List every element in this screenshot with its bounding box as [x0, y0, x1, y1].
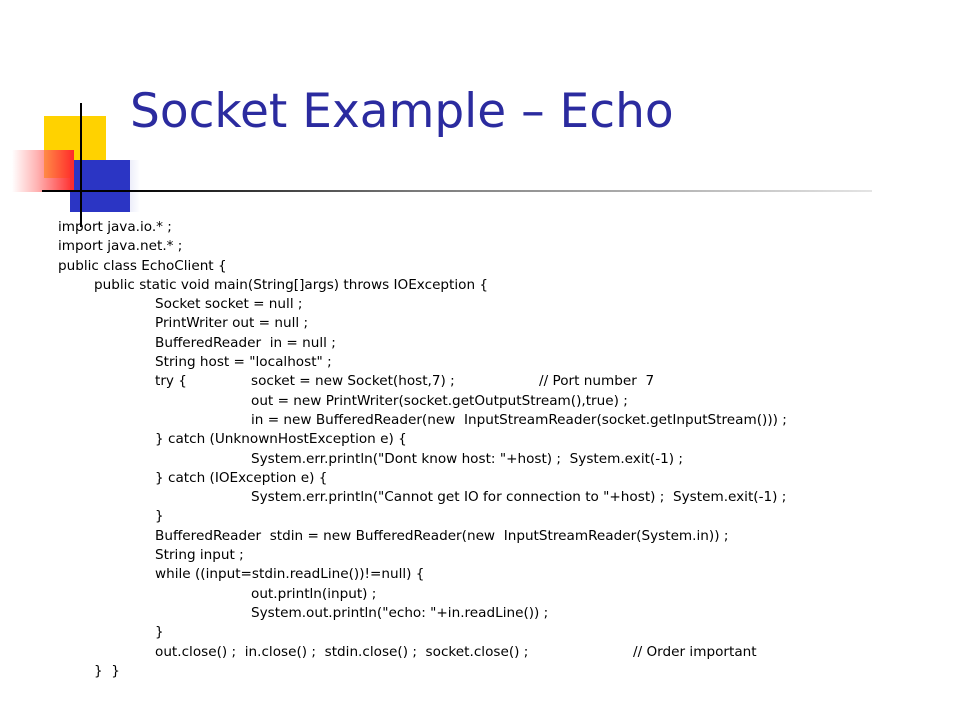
code-text: import java.net.* ; [58, 238, 183, 255]
code-line: Socket socket = null ; [58, 295, 948, 314]
code-text: } catch (IOException e) { [155, 469, 328, 486]
code-line: in = new BufferedReader(new InputStreamR… [58, 411, 948, 430]
code-line: while ((input=stdin.readLine())!=null) { [58, 565, 948, 584]
code-text: } [155, 624, 164, 641]
code-comment: // Port number 7 [539, 373, 655, 390]
code-line: try { socket = new Socket(host,7) ; // P… [58, 372, 948, 391]
code-text: BufferedReader in = null ; [155, 334, 336, 351]
code-line: } catch (IOException e) { [58, 469, 948, 488]
code-line: String host = "localhost" ; [58, 353, 948, 372]
code-line: BufferedReader in = null ; [58, 334, 948, 353]
code-line: } catch (UnknownHostException e) { [58, 430, 948, 449]
code-line: } } [58, 662, 948, 681]
decor-blue-glow [100, 160, 140, 212]
code-text: String input ; [155, 547, 244, 564]
code-text: } catch (UnknownHostException e) { [155, 431, 407, 448]
code-text: Socket socket = null ; [155, 296, 303, 313]
code-line: PrintWriter out = null ; [58, 314, 948, 333]
code-text: out.println(input) ; [251, 585, 377, 602]
code-line: System.err.println("Cannot get IO for co… [58, 488, 948, 507]
code-line: System.err.println("Dont know host: "+ho… [58, 450, 948, 469]
decor-vertical-line [80, 103, 82, 227]
code-line: BufferedReader stdin = new BufferedReade… [58, 527, 948, 546]
code-text: import java.io.* ; [58, 219, 172, 235]
code-line: import java.net.* ; [58, 237, 948, 256]
code-line: } [58, 507, 948, 526]
code-text: System.out.println("echo: "+in.readLine(… [251, 604, 549, 621]
code-text: in = new BufferedReader(new InputStreamR… [251, 411, 787, 428]
code-text: out.close() ; in.close() ; stdin.close()… [155, 643, 529, 660]
code-text: String host = "localhost" ; [155, 354, 332, 371]
code-text: System.err.println("Cannot get IO for co… [251, 489, 787, 506]
code-text: socket = new Socket(host,7) ; [251, 373, 455, 390]
code-line: String input ; [58, 546, 948, 565]
code-line: System.out.println("echo: "+in.readLine(… [58, 604, 948, 623]
code-text: } } [94, 662, 120, 679]
code-text: BufferedReader stdin = new BufferedReade… [155, 527, 729, 544]
code-line: } [58, 623, 948, 642]
code-text: PrintWriter out = null ; [155, 315, 309, 332]
code-text: } [155, 508, 164, 525]
code-line: out = new PrintWriter(socket.getOutputSt… [58, 392, 948, 411]
slide-title: Socket Example – Echo [130, 84, 674, 139]
decor-red-square [12, 150, 74, 192]
code-line: out.close() ; in.close() ; stdin.close()… [58, 643, 948, 662]
code-line: public class EchoClient { [58, 257, 948, 276]
code-block: import java.io.* ; import java.net.* ; p… [58, 218, 948, 681]
code-line: public static void main(String[]args) th… [58, 276, 948, 295]
code-comment: // Order important [633, 643, 757, 660]
code-text: public class EchoClient { [58, 257, 227, 274]
code-text: System.err.println("Dont know host: "+ho… [251, 450, 683, 467]
code-text: out = new PrintWriter(socket.getOutputSt… [251, 392, 628, 409]
code-line: import java.io.* ; [58, 218, 948, 237]
code-text: public static void main(String[]args) th… [94, 276, 489, 293]
code-keyword-try: try { [155, 373, 187, 390]
code-text: while ((input=stdin.readLine())!=null) { [155, 566, 425, 583]
decor-horizontal-rule [42, 190, 872, 192]
code-line: out.println(input) ; [58, 585, 948, 604]
